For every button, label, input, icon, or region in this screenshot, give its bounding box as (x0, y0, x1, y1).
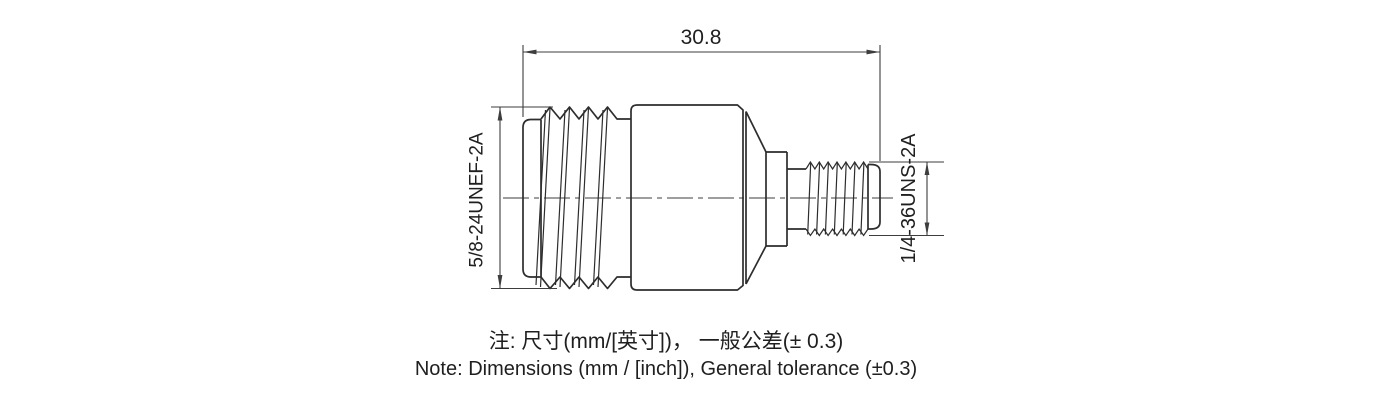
right-arrow-top (924, 162, 930, 175)
left-thread-label: 5/8-24UNEF-2A (467, 132, 488, 267)
taper-cone (745, 111, 767, 285)
dimension-left-thread: 5/8-24UNEF-2A (467, 106, 557, 290)
left-arrow-top (497, 107, 503, 121)
dimension-overall-length: 30.8 (522, 26, 881, 161)
main-body (630, 104, 744, 291)
right-thread-label: 1/4-36UNS-2A (898, 133, 920, 264)
connector-outline (522, 104, 881, 291)
dimension-right-thread: 1/4-36UNS-2A (869, 133, 944, 264)
sma-end-cap (867, 163, 881, 230)
overall-arrow-left (523, 49, 537, 55)
notes: 注: 尺寸(mm/[英寸])， 一般公差(± 0.3) Note: Dimens… (415, 328, 917, 382)
shaft (787, 168, 806, 230)
n-thread-flank-lines (535, 107, 609, 288)
overall-dimension-label: 30.8 (681, 26, 722, 49)
right-arrow-bottom (924, 222, 930, 236)
sma-thread-crest-bottom (805, 227, 869, 237)
overall-arrow-right (866, 49, 880, 55)
flange-step (766, 151, 788, 247)
note-line-chinese: 注: 尺寸(mm/[英寸])， 一般公差(± 0.3) (488, 330, 844, 353)
n-thread-crest-top (540, 106, 631, 120)
sma-thread-crest-top (805, 160, 869, 171)
note-line-english: Note: Dimensions (mm / [inch]), General … (414, 358, 918, 380)
left-arrow-bottom (497, 275, 503, 289)
sma-thread-flank-lines (807, 162, 865, 235)
n-thread-crest-bottom (540, 276, 631, 290)
